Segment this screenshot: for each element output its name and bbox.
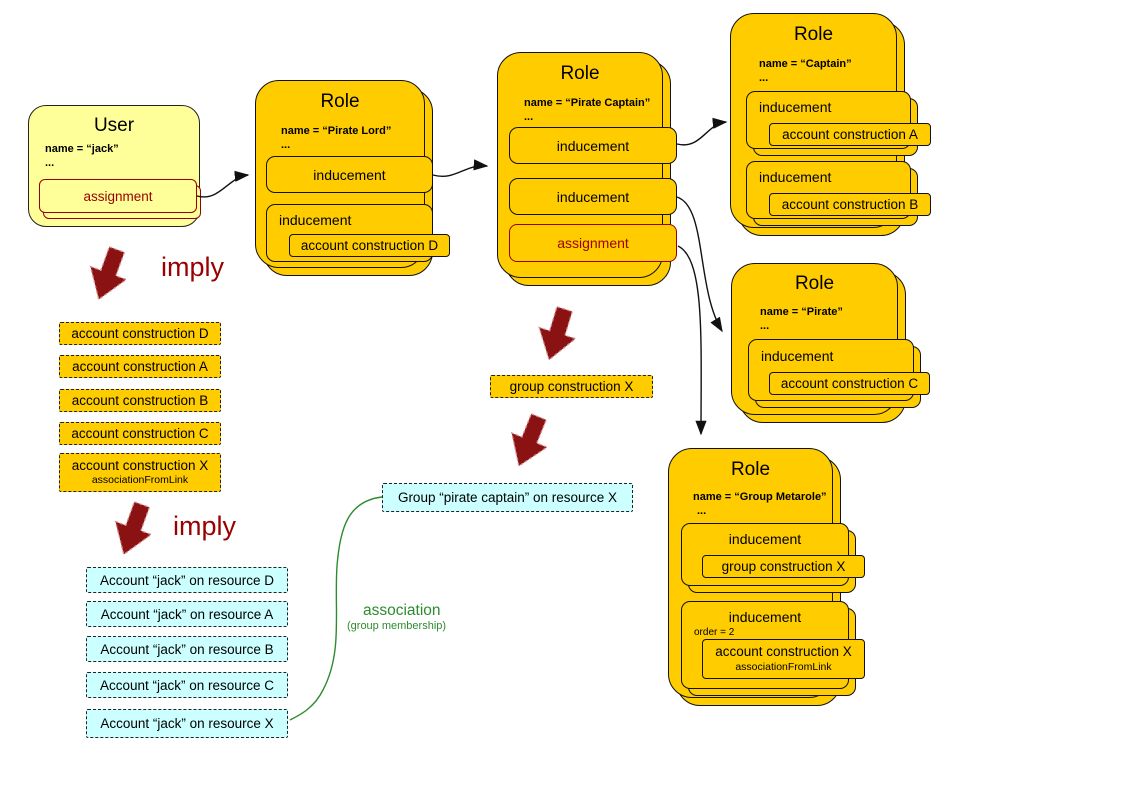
role-title: Role xyxy=(320,91,360,112)
inducement-label: inducement xyxy=(728,609,802,625)
inducement-label: inducement xyxy=(759,99,832,115)
connector-assignment-to-pirate-lord xyxy=(196,170,250,198)
account-construction-result: account construction C xyxy=(59,422,221,445)
account-construction-box: account construction B xyxy=(769,193,931,216)
user-card: User name = “jack” ... assignment xyxy=(28,105,201,227)
account-construction-result: account construction D xyxy=(59,322,221,345)
assignment-box: assignment xyxy=(509,224,677,262)
group-construction-box: group construction X xyxy=(702,555,865,578)
imply-arrow-icon xyxy=(500,409,558,474)
inducement-label: inducement xyxy=(279,212,352,228)
inducement-box: inducement account construction B xyxy=(746,161,931,219)
inducement-box: inducement xyxy=(509,127,677,164)
imply-label-2: imply xyxy=(173,511,237,541)
inducement-label: inducement xyxy=(761,348,834,364)
role-pirate-captain-card: Role name = “Pirate Captain” ... inducem… xyxy=(497,52,677,278)
inducement-box: inducement xyxy=(266,156,433,193)
role-ellipsis: ... xyxy=(524,111,534,123)
account-construction-box: account construction X associationFromLi… xyxy=(702,639,865,679)
role-ellipsis: ... xyxy=(697,505,707,517)
account-construction-result: account construction A xyxy=(59,355,221,378)
inducement-box: inducement account construction C xyxy=(748,339,930,401)
role-name: name = “Group Metarole” xyxy=(693,491,827,503)
construction-sub-label: associationFromLink xyxy=(91,474,189,487)
role-group-metarole-card: Role name = “Group Metarole” ... inducem… xyxy=(668,448,865,698)
account-box: Account “jack” on resource X xyxy=(86,709,288,738)
group-construction-result: group construction X xyxy=(490,375,653,398)
role-title: Role xyxy=(560,63,600,84)
role-name: name = “Captain” xyxy=(759,58,852,70)
association-label: association xyxy=(363,602,441,619)
account-construction-box: account construction D xyxy=(289,234,450,257)
inducement-order: order = 2 xyxy=(694,627,735,638)
account-box: Account “jack” on resource B xyxy=(86,636,288,662)
inducement-box: inducement account construction D xyxy=(266,204,450,262)
role-ellipsis: ... xyxy=(759,72,769,84)
inducement-box: inducement order = 2 account constructio… xyxy=(681,601,865,689)
user-title: User xyxy=(93,115,135,136)
connector-pirate-lord-to-pirate-captain xyxy=(432,159,489,177)
role-title: Role xyxy=(793,24,834,45)
role-pirate-card: Role name = “Pirate” ... inducement acco… xyxy=(731,263,930,415)
assignment-box: assignment xyxy=(39,179,197,213)
account-construction-result: account construction B xyxy=(59,389,221,412)
role-pirate-lord-card: Role name = “Pirate Lord” ... inducement… xyxy=(255,80,450,268)
account-box: Account “jack” on resource C xyxy=(86,672,288,698)
association-sub-label: (group membership) xyxy=(347,620,447,632)
role-ellipsis: ... xyxy=(281,139,291,151)
inducement-label: inducement xyxy=(759,169,832,185)
role-captain-card: Role name = “Captain” ... inducement acc… xyxy=(730,13,931,228)
account-box: Account “jack” on resource D xyxy=(86,567,288,593)
role-title: Role xyxy=(730,459,771,480)
connector-assignment-to-group-metarole xyxy=(677,245,707,436)
inducement-label: inducement xyxy=(728,531,802,547)
role-ellipsis: ... xyxy=(760,320,770,332)
role-name: name = “Pirate” xyxy=(760,306,843,318)
group-box: Group “pirate captain” on resource X xyxy=(382,483,633,512)
account-construction-box: account construction C xyxy=(769,372,930,395)
role-name: name = “Pirate Captain” xyxy=(524,97,651,109)
construction-label: account construction X xyxy=(715,644,852,659)
imply-label-1: imply xyxy=(161,252,225,282)
connector-pirate-captain-to-pirate xyxy=(676,196,723,333)
account-construction-result: account construction X associationFromLi… xyxy=(59,453,221,492)
inducement-box: inducement account construction A xyxy=(746,91,931,149)
construction-sub-label: associationFromLink xyxy=(735,660,832,673)
role-title: Role xyxy=(794,273,835,294)
imply-arrow-icon xyxy=(530,302,584,367)
connector-pirate-captain-to-captain xyxy=(676,117,728,146)
user-name: name = “jack” xyxy=(45,143,119,155)
user-ellipsis: ... xyxy=(45,157,55,169)
imply-arrow-icon xyxy=(105,497,161,562)
imply-arrow-icon xyxy=(80,242,136,307)
account-box: Account “jack” on resource A xyxy=(86,601,288,627)
construction-label: account construction X xyxy=(71,457,209,473)
inducement-box: inducement xyxy=(509,178,677,215)
account-construction-box: account construction A xyxy=(769,123,931,146)
inducement-box: inducement group construction X xyxy=(681,523,865,586)
role-name: name = “Pirate Lord” xyxy=(281,125,392,137)
